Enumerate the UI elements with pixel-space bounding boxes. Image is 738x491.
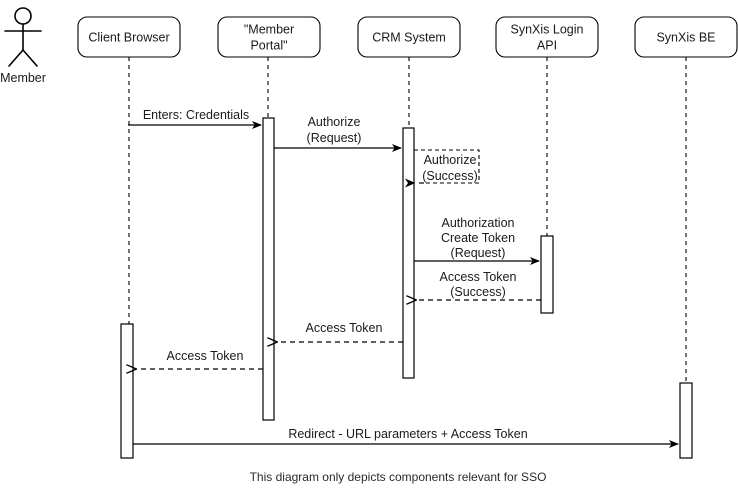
participant-label-client-browser: Client Browser: [88, 30, 169, 44]
message-label-line2: (Request): [307, 131, 362, 145]
actor-left-leg-icon: [8, 49, 24, 67]
participant-member-portal[interactable]: "Member Portal": [217, 16, 321, 58]
message-access-token-to-browser: Access Token: [136, 349, 263, 369]
participant-label-crm-system: CRM System: [372, 30, 446, 44]
participant-synxis-login-api[interactable]: SynXis Login API: [495, 16, 599, 58]
activation-bar-member-portal: [262, 117, 275, 421]
participant-crm-system[interactable]: CRM System: [357, 16, 461, 58]
message-label: Access Token: [167, 349, 244, 363]
message-label-line1: Authorize: [308, 115, 361, 129]
message-access-token-success: Access Token (Success): [416, 270, 541, 300]
activation-bar-crm-system: [402, 127, 415, 379]
activation-bar-client-browser: [120, 323, 134, 459]
message-label-line1: Access Token: [440, 270, 517, 284]
actor-member: Member: [0, 7, 46, 85]
message-authorize-request: Authorize (Request): [274, 115, 402, 152]
message-enters-credentials: Enters: Credentials: [128, 108, 262, 129]
actor-right-leg-icon: [22, 49, 38, 67]
message-authorization-create-token-request: Authorization Create Token (Request): [414, 216, 540, 265]
message-label: Redirect - URL parameters + Access Token: [288, 427, 527, 441]
actor-head-icon: [14, 7, 32, 25]
message-label-line2: (Success): [450, 285, 506, 299]
participant-label-member-portal-line2: Portal": [250, 38, 287, 52]
actor-label: Member: [0, 71, 46, 85]
message-redirect: Redirect - URL parameters + Access Token: [133, 427, 679, 448]
participant-box[interactable]: [357, 16, 461, 58]
message-label-line3: (Request): [451, 246, 506, 260]
participant-synxis-be[interactable]: SynXis BE: [634, 16, 738, 58]
self-message-loop: [414, 149, 480, 184]
message-authorize-success-self: Authorize (Success): [405, 149, 480, 188]
participant-label-member-portal-line1: "Member: [244, 22, 294, 36]
message-label-line2: Create Token: [441, 231, 515, 245]
message-label-line1: Authorize: [424, 153, 477, 167]
participant-box[interactable]: [495, 16, 599, 58]
message-label-line2: (Success): [422, 169, 478, 183]
participant-client-browser[interactable]: Client Browser: [77, 16, 181, 58]
diagram-footer-note: This diagram only depicts components rel…: [250, 470, 547, 484]
activation-bar-synxis-login-api: [540, 235, 554, 314]
participant-box[interactable]: [77, 16, 181, 58]
message-label: Enters: Credentials: [143, 108, 249, 122]
message-label: Access Token: [306, 321, 383, 335]
participant-label-synxis-be: SynXis BE: [656, 30, 715, 44]
participant-box[interactable]: [634, 16, 738, 58]
participant-label-synxis-login-api-line1: SynXis Login: [511, 22, 584, 36]
activation-bar-synxis-be: [679, 382, 693, 459]
participant-label-synxis-login-api-line2: API: [537, 38, 557, 52]
participant-box[interactable]: [217, 16, 321, 58]
message-access-token-to-portal: Access Token: [277, 321, 403, 342]
message-label-line1: Authorization: [442, 216, 515, 230]
